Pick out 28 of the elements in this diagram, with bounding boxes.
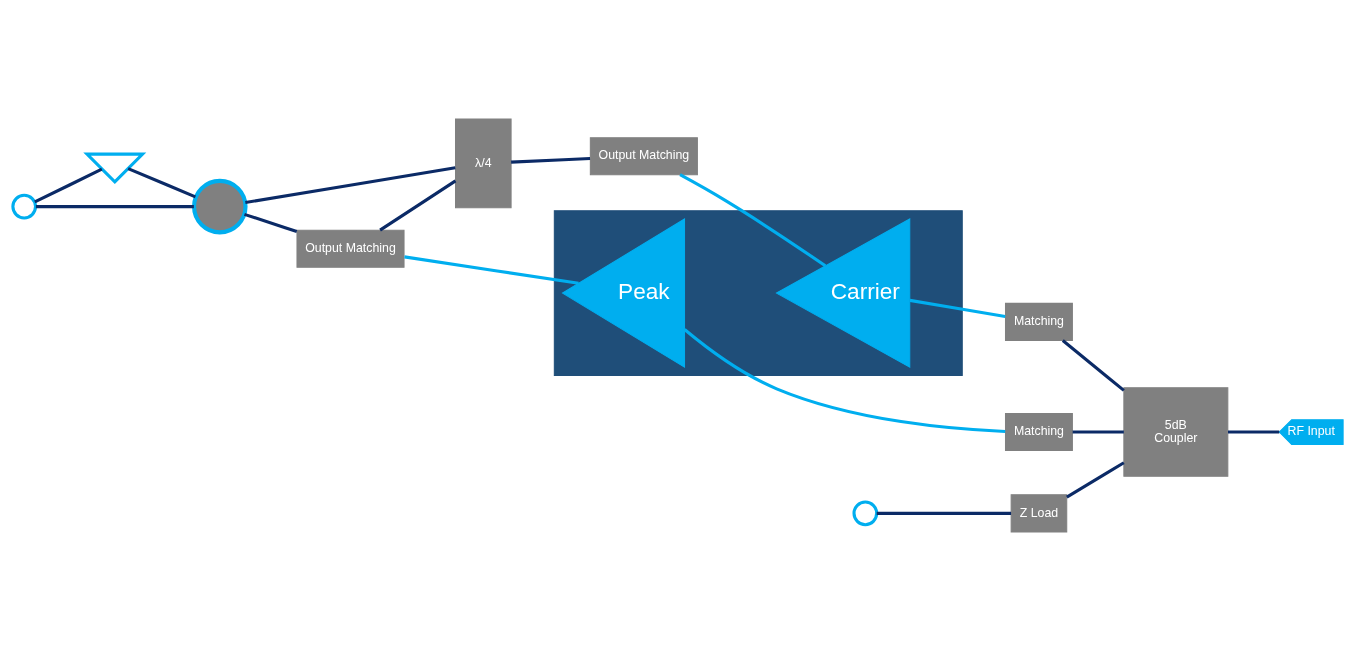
node-circle	[192, 178, 248, 235]
node-box: λ/4	[455, 118, 512, 209]
connector	[243, 212, 298, 233]
connector	[1061, 339, 1125, 392]
connector	[379, 179, 457, 232]
node-box: Matching	[1004, 413, 1073, 452]
node-box: Z Load	[1010, 494, 1068, 533]
connector	[404, 255, 579, 285]
connector	[876, 511, 1012, 515]
connector	[683, 328, 1006, 433]
connector	[909, 298, 1006, 318]
node-box: Output Matching	[296, 229, 405, 268]
node-picture	[83, 152, 147, 185]
connector	[127, 167, 196, 199]
connector	[511, 157, 591, 164]
connector	[34, 167, 103, 204]
node-box: Matching	[1004, 302, 1073, 341]
connector	[1072, 430, 1124, 434]
connector	[1228, 430, 1280, 434]
connector	[679, 173, 827, 268]
node-circle	[852, 500, 879, 527]
node-box: 5dB Coupler	[1123, 387, 1229, 477]
connector	[35, 205, 194, 209]
node-box: Output Matching	[589, 137, 698, 176]
connector	[1066, 461, 1125, 499]
connector	[245, 166, 456, 205]
cluster	[553, 210, 963, 376]
node-circle	[11, 193, 38, 220]
